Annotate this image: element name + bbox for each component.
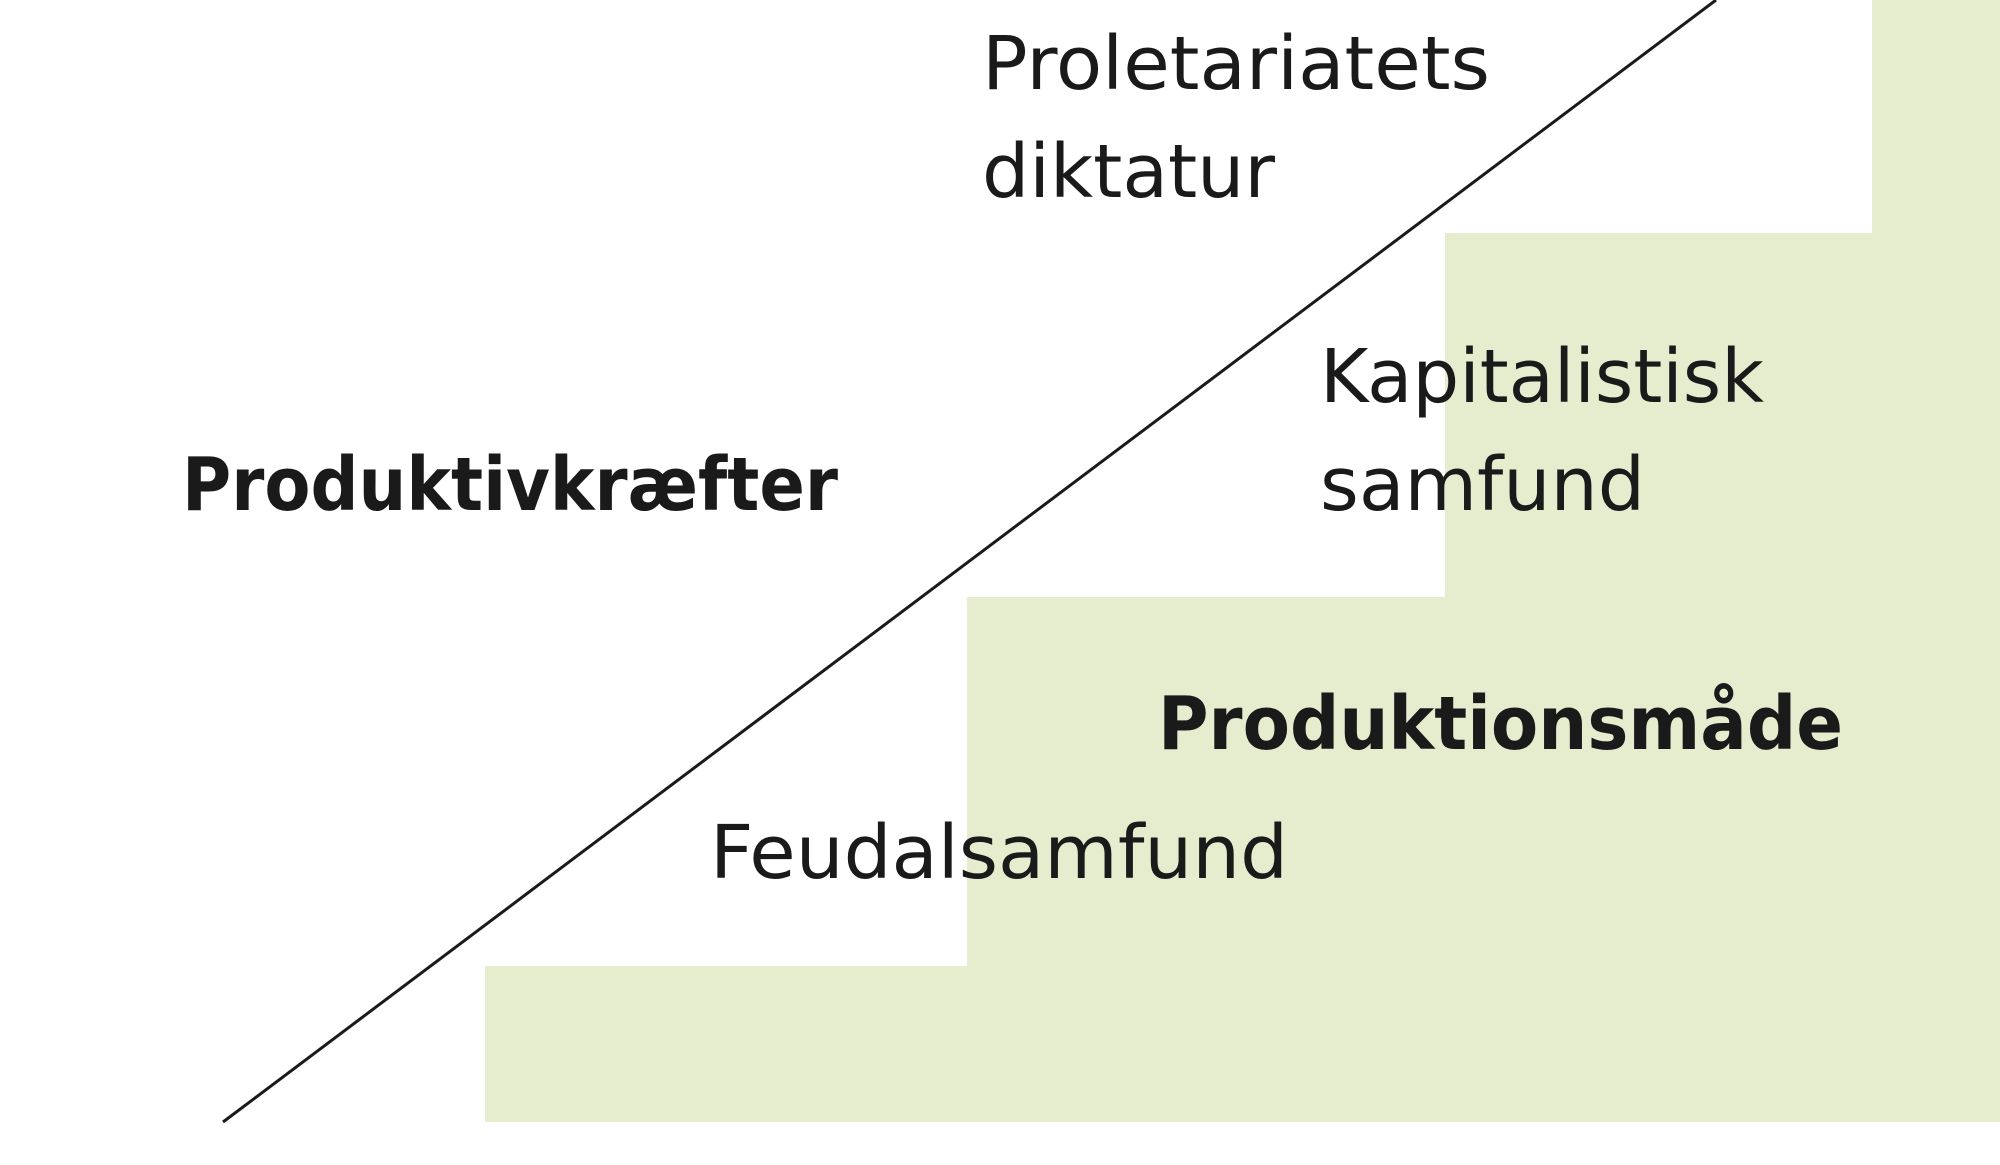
label-proletariat-line2: diktatur bbox=[982, 129, 1276, 215]
label-proletariat-line1: Proletariatets bbox=[982, 21, 1490, 107]
diagonal-line bbox=[222, 0, 1717, 1124]
stairs-shape bbox=[485, 0, 2000, 1122]
label-capitalist-line2: samfund bbox=[1320, 442, 1645, 528]
label-capitalist-line1: Kapitalistisk bbox=[1320, 334, 1764, 420]
label-productive-forces: Produktivkræfter bbox=[182, 442, 838, 528]
label-mode-of-production: Produktionsmåde bbox=[1158, 681, 1843, 767]
label-feudal: Feudalsamfund bbox=[710, 810, 1288, 896]
